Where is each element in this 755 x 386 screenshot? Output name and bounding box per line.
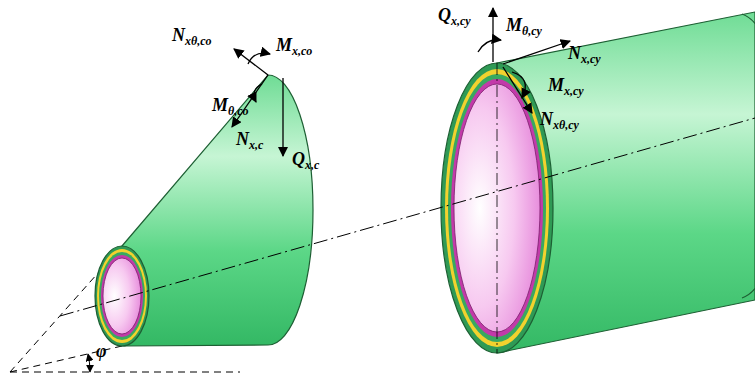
force-label: Nx,cy xyxy=(568,44,601,66)
force-label: Mx,cy xyxy=(548,76,584,98)
force-label: Qx,c xyxy=(292,150,319,172)
force-label: Nx,c xyxy=(236,130,263,152)
angle-label: φ xyxy=(96,342,107,362)
force-arrows xyxy=(232,8,570,156)
force-label: Qx,cy xyxy=(438,6,471,28)
angle-arc xyxy=(88,354,90,372)
section-line xyxy=(497,63,498,353)
axis-line xyxy=(60,118,755,316)
force-label: Nxθ,co xyxy=(172,26,212,48)
force-label: Mx,co xyxy=(276,36,312,58)
cylinder xyxy=(441,12,755,353)
force-label: Mθ,co xyxy=(212,96,249,118)
cone xyxy=(95,75,313,346)
force-label: Mθ,cy xyxy=(506,16,542,38)
force-label: Nxθ,cy xyxy=(540,110,579,132)
